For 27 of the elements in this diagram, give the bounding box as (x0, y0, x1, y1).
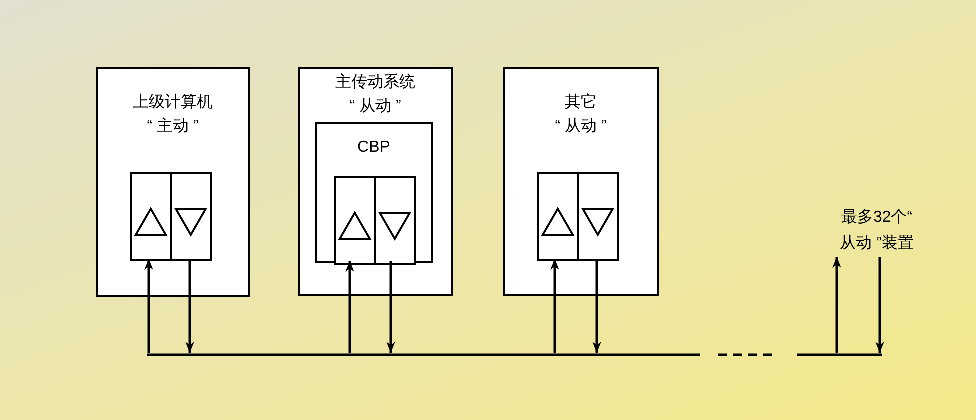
device-title: 上级计算机 (132, 92, 214, 113)
signal-arrow (592, 259, 602, 353)
signal-arrow (832, 257, 842, 353)
device-title: CBP (356, 138, 392, 158)
device-box (96, 67, 250, 297)
signal-arrow (876, 257, 884, 353)
role-label: “ 从动 ” (554, 116, 608, 137)
signal-arrow (346, 261, 354, 353)
note-text: 最多32个“ 从动 ”装置 (839, 208, 915, 254)
receiver-cell (537, 172, 579, 261)
signal-arrow (550, 259, 560, 353)
transmitter-cell (170, 172, 212, 261)
receiver-cell (334, 176, 376, 265)
device-box (503, 67, 659, 296)
signal-arrow (186, 259, 194, 353)
receiver-cell (130, 172, 172, 261)
signal-arrow (144, 259, 154, 353)
bus-line (147, 353, 882, 357)
device-title: 主传动系统 (334, 72, 416, 93)
role-label: “ 主动 ” (146, 116, 200, 137)
role-label: “ 从动 ” (348, 96, 402, 117)
device-box (298, 67, 453, 296)
device-title: 其它 (564, 92, 598, 113)
transmitter-cell (374, 176, 416, 265)
device-box (315, 122, 433, 263)
transmitter-cell (577, 172, 619, 261)
signal-arrow (386, 261, 396, 353)
